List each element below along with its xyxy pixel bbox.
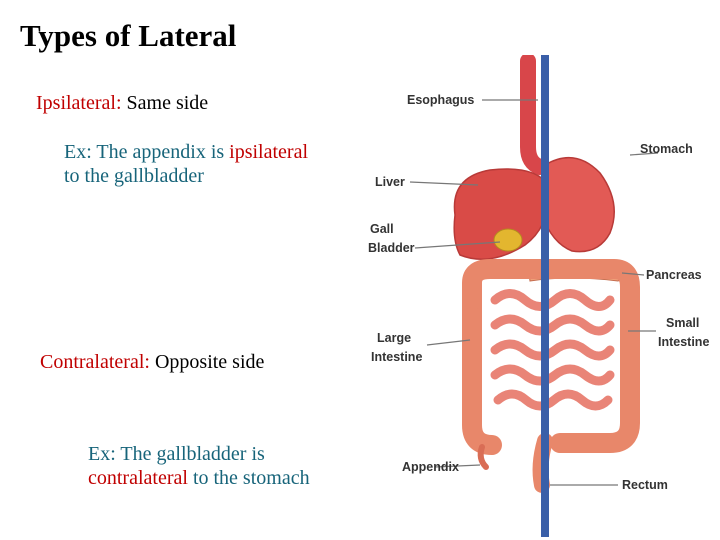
label-small: Small [666,316,699,330]
label-large: Large [377,331,411,345]
midline-bar [541,55,549,537]
label-rectum: Rectum [622,478,668,492]
example1-prefix: Ex: The appendix is [64,141,229,163]
ipsilateral-meaning: Same side [122,92,209,114]
esophagus-shape [528,61,540,167]
example2-line1: Ex: The gallbladder is [88,443,265,465]
ipsilateral-term: Ipsilateral [36,92,116,114]
digestive-system-diagram: Esophagus Stomach Liver Gall Bladder Pan… [360,55,720,540]
contralateral-meaning: Opposite side [150,351,264,373]
example2-term: contralateral [88,467,188,489]
ipsilateral-definition: Ipsilateral: Same side [36,91,208,115]
label-bladder: Bladder [368,241,415,255]
example-contralateral: Ex: The gallbladder is contralateral to … [88,442,310,490]
contralateral-definition: Contralateral: Opposite side [40,350,264,374]
small-intestine-shape [495,294,610,407]
label-small-intestine: Intestine [658,335,709,349]
label-appendix: Appendix [402,460,459,474]
example1-term: ipsilateral [229,141,308,163]
label-liver: Liver [375,175,405,189]
label-esophagus: Esophagus [407,93,474,107]
slide-title: Types of Lateral [20,18,236,54]
example-ipsilateral: Ex: The appendix is ipsilateral to the g… [64,140,308,188]
label-gall: Gall [370,222,394,236]
label-large-intestine: Intestine [371,350,422,364]
example2-suffix: to the stomach [188,467,310,489]
label-stomach: Stomach [640,142,693,156]
ascending-colon-shape [472,317,492,445]
contralateral-term: Contralateral [40,351,144,373]
example1-suffix: to the gallbladder [64,165,204,187]
gallbladder-shape [494,229,522,251]
stomach-shape [542,158,614,252]
label-pancreas: Pancreas [646,268,702,282]
